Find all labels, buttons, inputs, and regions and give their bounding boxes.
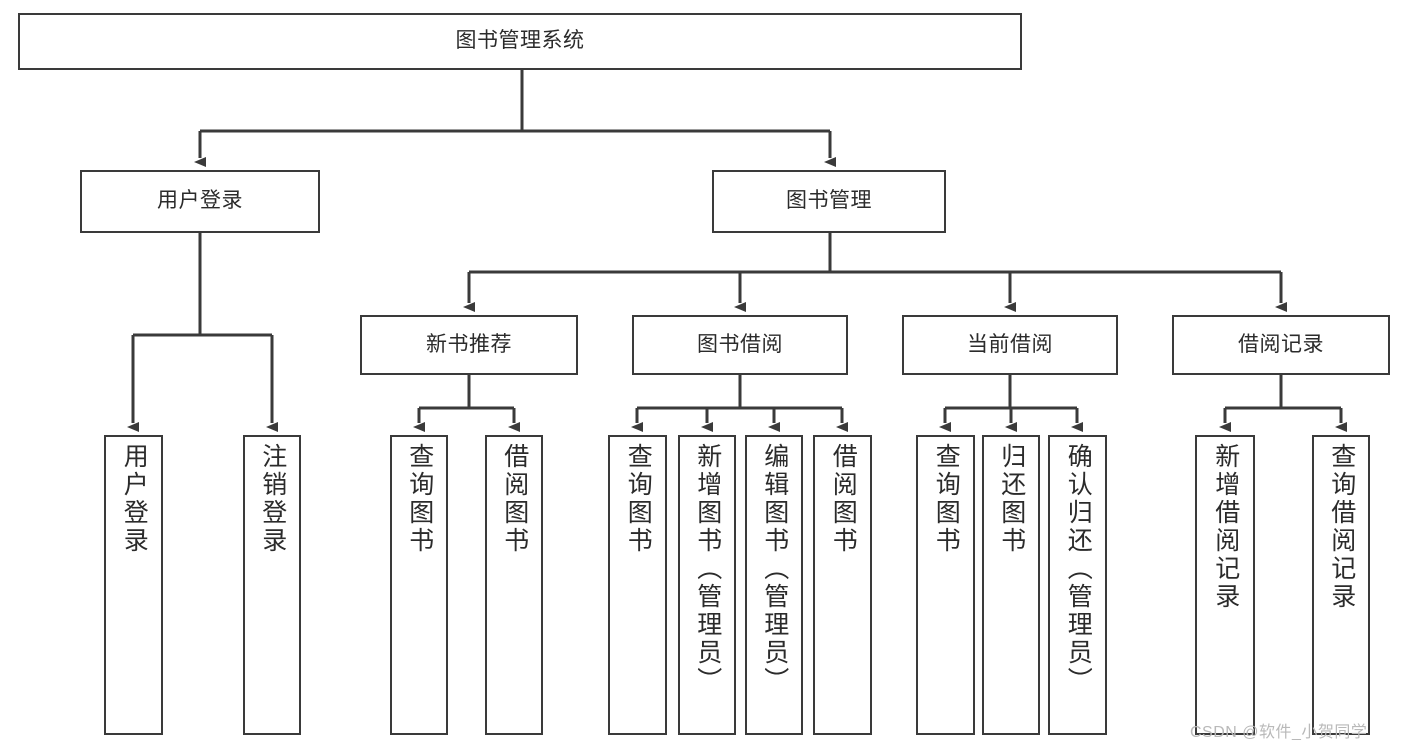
leaf-query-book-borrow[interactable]: 查询图书 [608, 435, 667, 735]
node-user-login[interactable]: 用户登录 [80, 170, 320, 233]
node-root-label: 图书管理系统 [455, 29, 585, 53]
node-root[interactable]: 图书管理系统 [18, 13, 1022, 70]
watermark: CSDN @软件_小贺同学 [1190, 724, 1368, 741]
leaf-add-book-label: 新增图书（管理员） [693, 443, 722, 695]
leaf-borrow-book-recommend[interactable]: 借阅图书 [485, 435, 543, 735]
node-borrow-records[interactable]: 借阅记录 [1172, 315, 1390, 375]
leaf-confirm-return[interactable]: 确认归还（管理员） [1048, 435, 1107, 735]
leaf-user-logout[interactable]: 注销登录 [243, 435, 301, 735]
node-new-book-recommend-label: 新书推荐 [426, 332, 512, 356]
node-current-borrow[interactable]: 当前借阅 [902, 315, 1118, 375]
node-book-management[interactable]: 图书管理 [712, 170, 946, 233]
leaf-query-book-current[interactable]: 查询图书 [916, 435, 975, 735]
leaf-user-login[interactable]: 用户登录 [104, 435, 163, 735]
leaf-edit-book-label: 编辑图书（管理员） [760, 443, 789, 695]
leaf-user-logout-label: 注销登录 [258, 443, 287, 555]
leaf-user-login-label: 用户登录 [120, 443, 149, 555]
leaf-borrow-book-label: 借阅图书 [829, 443, 858, 555]
leaf-query-book-recommend[interactable]: 查询图书 [390, 435, 448, 735]
node-user-login-label: 用户登录 [157, 189, 243, 213]
node-new-book-recommend[interactable]: 新书推荐 [360, 315, 578, 375]
node-current-borrow-label: 当前借阅 [967, 332, 1053, 356]
leaf-query-book-recommend-label: 查询图书 [405, 443, 434, 555]
leaf-return-book-label: 归还图书 [997, 443, 1026, 555]
leaf-add-borrow-record[interactable]: 新增借阅记录 [1195, 435, 1255, 735]
leaf-borrow-book-recommend-label: 借阅图书 [500, 443, 529, 555]
leaf-query-book-borrow-label: 查询图书 [624, 443, 653, 555]
leaf-edit-book[interactable]: 编辑图书（管理员） [745, 435, 803, 735]
leaf-return-book[interactable]: 归还图书 [982, 435, 1040, 735]
leaf-query-borrow-record[interactable]: 查询借阅记录 [1312, 435, 1370, 735]
node-book-borrow[interactable]: 图书借阅 [632, 315, 848, 375]
leaf-query-book-current-label: 查询图书 [932, 443, 961, 555]
leaf-add-book[interactable]: 新增图书（管理员） [678, 435, 736, 735]
leaf-add-borrow-record-label: 新增借阅记录 [1211, 443, 1240, 611]
leaf-borrow-book[interactable]: 借阅图书 [813, 435, 872, 735]
node-book-borrow-label: 图书借阅 [697, 332, 783, 356]
leaf-query-borrow-record-label: 查询借阅记录 [1327, 443, 1356, 611]
node-book-management-label: 图书管理 [786, 189, 872, 213]
leaf-confirm-return-label: 确认归还（管理员） [1064, 443, 1093, 695]
node-borrow-records-label: 借阅记录 [1238, 332, 1324, 356]
